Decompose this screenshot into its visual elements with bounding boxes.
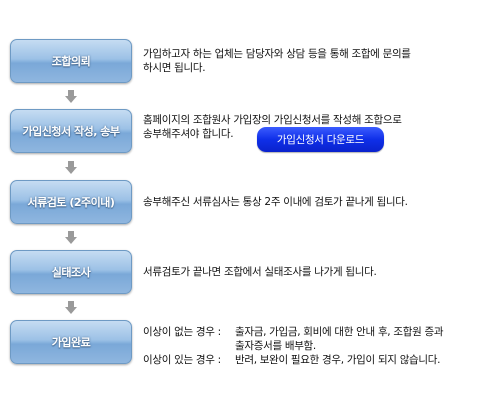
step-box-document-review: 서류검토 (2주이내) bbox=[10, 180, 132, 224]
step-box-site-inspection: 실태조사 bbox=[10, 250, 132, 294]
application-download-button[interactable]: 가입신청서 다운로드 bbox=[257, 127, 384, 152]
no-issue-label: 이상이 없는 경우 : bbox=[143, 326, 221, 338]
step-box-completion: 가입완료 bbox=[10, 320, 132, 364]
no-issue-text: 출자금, 가입금, 회비에 대한 안내 후, 조합원 증과 bbox=[235, 326, 444, 338]
no-issue-text-continued: 출자증서를 배부함. bbox=[235, 340, 316, 352]
description-line: 송부해주셔야 합니다. bbox=[143, 128, 234, 140]
issue-label: 이상이 있는 경우 : bbox=[143, 354, 221, 366]
issue-text: 반려, 보완이 필요한 경우, 가입이 되지 않습니다. bbox=[235, 354, 441, 366]
down-arrow-icon bbox=[65, 161, 77, 174]
description-line: 홈페이지의 조합원사 가입장의 가입신청서를 작성해 조합으로 bbox=[143, 114, 402, 126]
down-arrow-icon bbox=[65, 231, 77, 244]
description-line: 송부해주신 서류심사는 통상 2주 이내에 검토가 끝나게 됩니다. bbox=[143, 196, 408, 208]
down-arrow-icon bbox=[65, 301, 77, 314]
step-box-application: 가입신청서 작성, 송부 bbox=[10, 109, 132, 153]
step-label: 서류검토 (2주이내) bbox=[27, 196, 115, 209]
down-arrow-icon bbox=[65, 90, 77, 103]
step-label: 실태조사 bbox=[51, 266, 91, 279]
description-line: 가입하고자 하는 업체는 담당자와 상담 등을 통해 조합에 문의를 bbox=[143, 48, 411, 60]
description-line: 서류검토가 끝나면 조합에서 실태조사를 나가게 됩니다. bbox=[143, 266, 377, 278]
step-description-document-review: 송부해주신 서류심사는 통상 2주 이내에 검토가 끝나게 됩니다. bbox=[143, 195, 408, 209]
no-issue-row: 이상이 없는 경우 : 출자금, 가입금, 회비에 대한 안내 후, 조합원 증… bbox=[143, 325, 444, 339]
step-box-inquiry: 조합의뢰 bbox=[10, 39, 132, 83]
step-label: 가입신청서 작성, 송부 bbox=[22, 125, 120, 138]
issue-row: 이상이 있는 경우 : 반려, 보완이 필요한 경우, 가입이 되지 않습니다. bbox=[143, 353, 443, 367]
step-label: 가입완료 bbox=[51, 336, 91, 349]
step-description-completion: 이상이 없는 경우 : 출자금, 가입금, 회비에 대한 안내 후, 조합원 증… bbox=[143, 325, 444, 367]
step-description-site-inspection: 서류검토가 끝나면 조합에서 실태조사를 나가게 됩니다. bbox=[143, 265, 377, 279]
step-label: 조합의뢰 bbox=[51, 55, 91, 68]
description-line: 하시면 됩니다. bbox=[143, 62, 206, 74]
step-description-inquiry: 가입하고자 하는 업체는 담당자와 상담 등을 통해 조합에 문의를 하시면 됩… bbox=[143, 47, 411, 75]
step-description-application: 홈페이지의 조합원사 가입장의 가입신청서를 작성해 조합으로 송부해주셔야 합… bbox=[143, 113, 402, 141]
